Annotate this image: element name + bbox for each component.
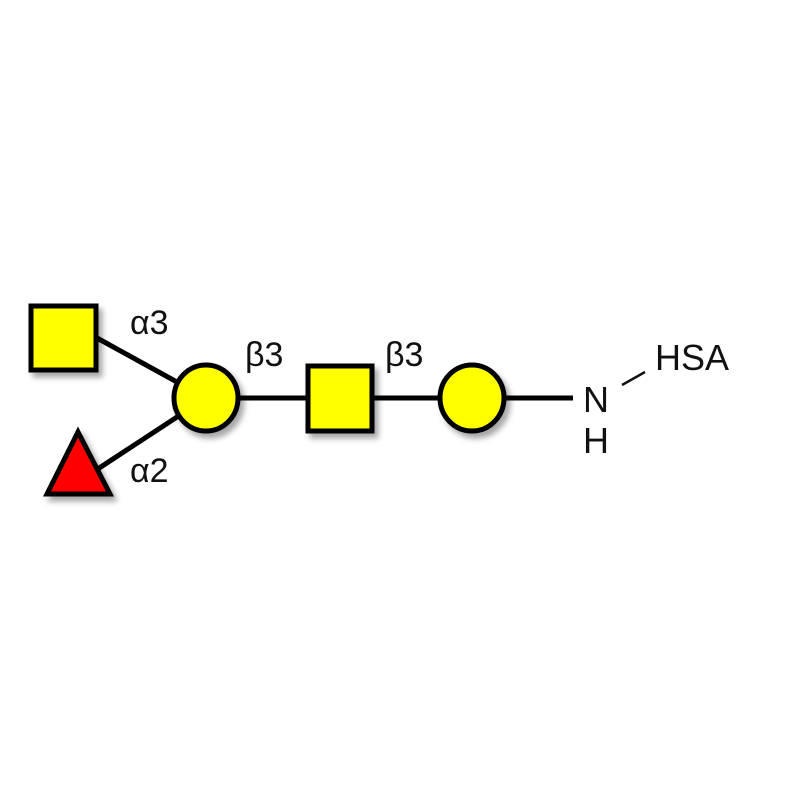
bond-n-hsa	[621, 370, 646, 387]
fucose-triangle-icon	[42, 426, 115, 497]
galnac-square-icon	[28, 303, 99, 373]
galnac-square-icon-core	[305, 363, 375, 434]
linkage-beta3-galnac: β3	[385, 336, 423, 374]
galactose-circle-icon	[171, 362, 241, 434]
linkage-beta3-gal: β3	[245, 336, 283, 374]
galactose-circle-icon-reducing	[437, 362, 507, 434]
nitrogen-label: N	[583, 379, 609, 420]
linkage-alpha3: α3	[130, 304, 169, 342]
linkage-alpha2: α2	[130, 452, 169, 490]
carrier-label: HSA	[655, 337, 729, 378]
hydrogen-label: H	[583, 420, 609, 461]
